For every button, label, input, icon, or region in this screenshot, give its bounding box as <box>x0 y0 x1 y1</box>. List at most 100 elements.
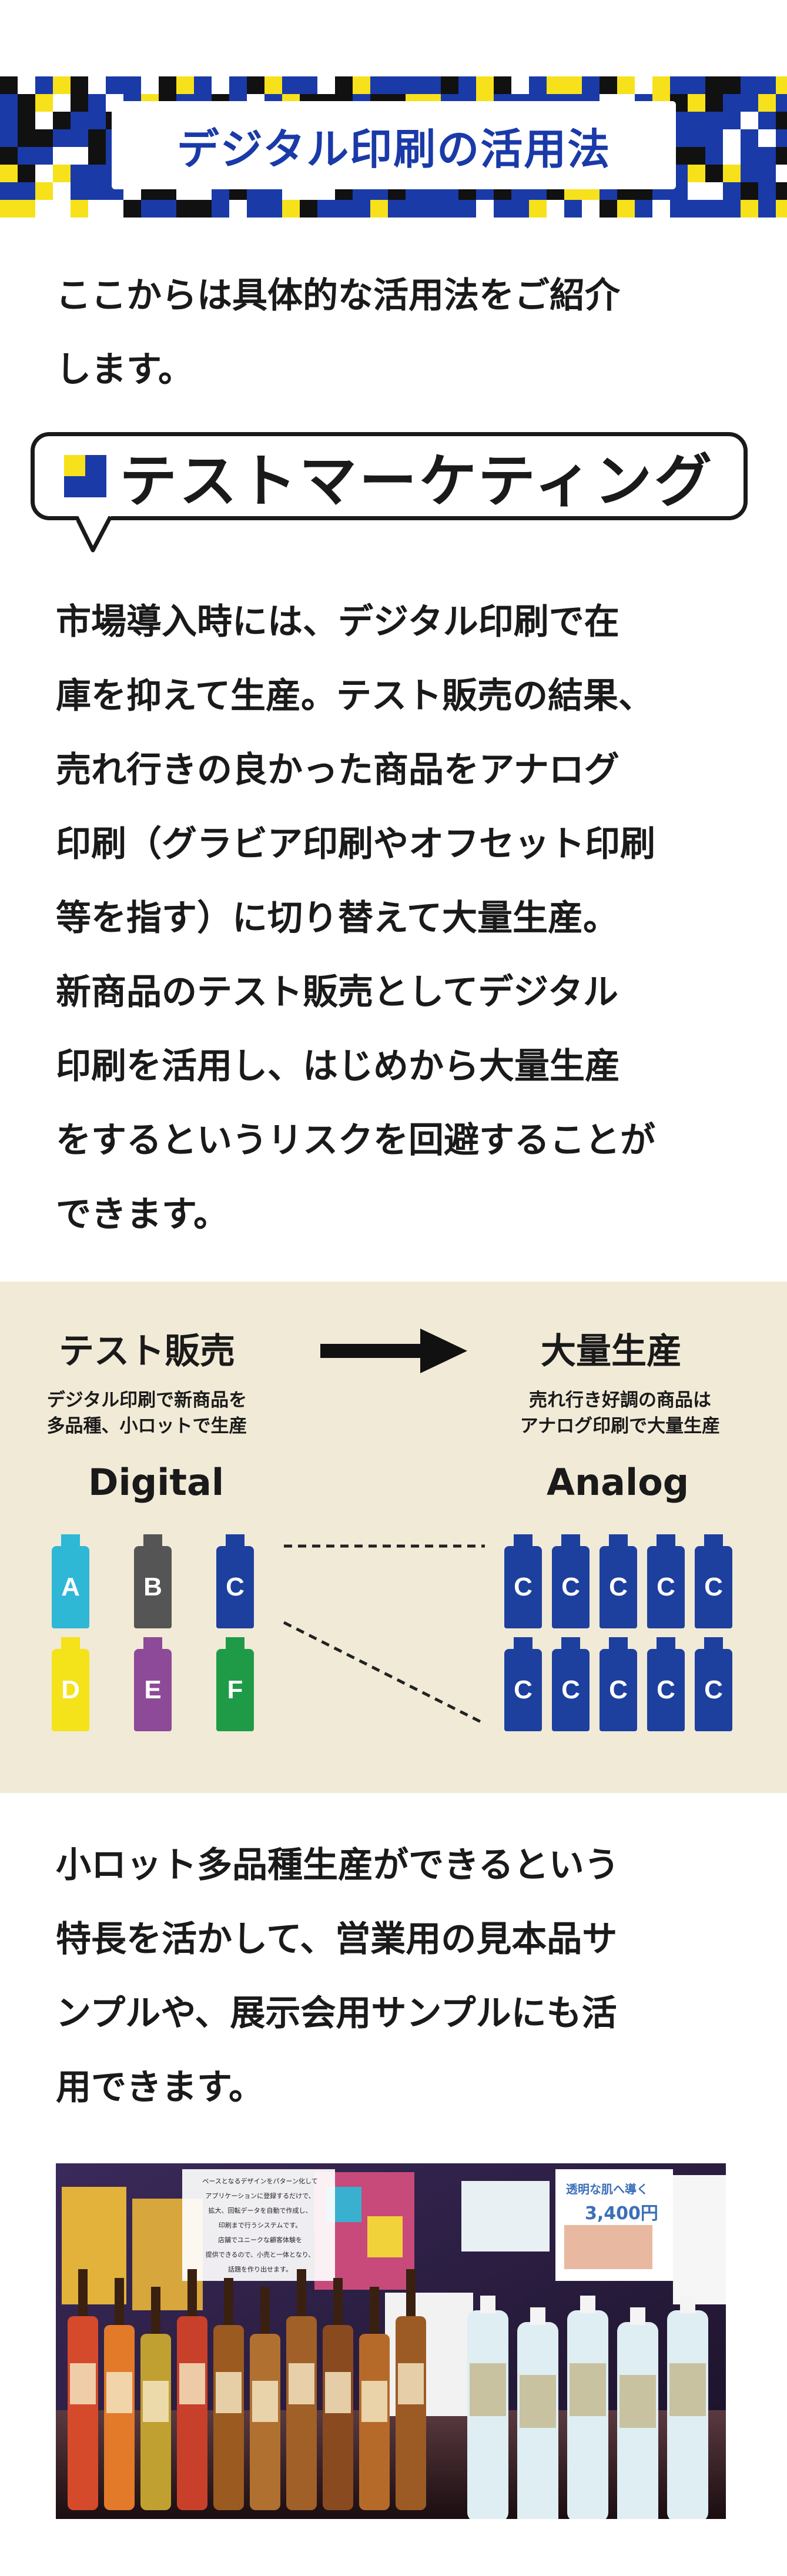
checker-square <box>723 182 741 200</box>
bottle-letter: A <box>61 1573 80 1601</box>
checker-square <box>547 200 564 218</box>
analog-bottle: C <box>504 1534 542 1628</box>
analog-bottle: C <box>695 1534 732 1628</box>
bottle-body: C <box>695 1546 732 1628</box>
checker-square <box>776 94 787 112</box>
section-title: テストマーケティング <box>119 448 715 515</box>
checker-square <box>71 76 88 94</box>
beer-bottle-label <box>398 2363 424 2404</box>
checker-square <box>0 165 18 182</box>
checker-square <box>88 147 106 165</box>
checker-square <box>71 200 88 218</box>
checker-square <box>688 129 705 147</box>
checker-square <box>53 200 71 218</box>
checker-square <box>723 94 741 112</box>
checker-square <box>0 200 18 218</box>
digital-bottle: A <box>52 1534 89 1628</box>
digital-bottle: E <box>134 1637 172 1731</box>
checker-square <box>35 129 53 147</box>
checker-square <box>88 182 106 200</box>
checker-square <box>264 200 282 218</box>
bottle-body: C <box>216 1546 254 1628</box>
checker-square <box>600 200 617 218</box>
checker-square <box>88 76 106 94</box>
water-bottle-cap <box>680 2296 695 2313</box>
checker-square <box>705 200 723 218</box>
checker-square <box>53 165 71 182</box>
checker-square <box>88 200 106 218</box>
checker-square <box>53 182 71 200</box>
beer-bottle <box>177 2316 207 2510</box>
beer-bottle-label <box>289 2363 314 2404</box>
water-bottle-label <box>470 2363 506 2416</box>
checker-square <box>776 182 787 200</box>
beer-bottle-neck <box>333 2278 343 2331</box>
checker-square <box>71 112 88 129</box>
checker-square <box>494 76 511 94</box>
checker-square <box>194 76 212 94</box>
section-heading-bubble: テストマーケティング <box>31 432 748 520</box>
bottle-letter: D <box>61 1675 80 1704</box>
checker-square <box>529 76 547 94</box>
water-bottle-cap <box>580 2296 595 2313</box>
digital-bottle: C <box>216 1534 254 1628</box>
photo-illustration <box>56 2163 726 2519</box>
intro-line: ここからは具体的な活用法をご紹介 <box>56 275 620 316</box>
caption-line: ベースとなるデザインをパターン化して <box>202 2177 318 2185</box>
checker-square <box>353 76 370 94</box>
test-sales-title: テスト販売 <box>59 1331 235 1372</box>
closing-paragraph: 小ロット多品種生産ができるという 特長を活かして、営業用の見本品サ ンプルや、展… <box>56 1828 738 2125</box>
checker-square <box>635 76 652 94</box>
checker-square <box>494 200 511 218</box>
bottle-letter: C <box>657 1675 675 1704</box>
checker-square <box>511 76 529 94</box>
checker-square <box>441 76 458 94</box>
checker-square <box>18 94 35 112</box>
bottle-letter: C <box>704 1573 723 1601</box>
closing-line: ンプルや、展示会用サンプルにも活 <box>56 1993 617 2034</box>
checker-square <box>18 129 35 147</box>
body-line: 印刷を活用し、はじめから大量生産 <box>56 1046 620 1087</box>
checker-square <box>741 94 758 112</box>
bottle-body: C <box>647 1546 685 1628</box>
checker-square <box>71 182 88 200</box>
checker-square <box>18 112 35 129</box>
checker-square <box>300 200 317 218</box>
beer-bottle-neck <box>406 2269 416 2322</box>
beer-bottle-neck <box>187 2269 197 2322</box>
checker-square <box>758 112 776 129</box>
bottle-letter: F <box>227 1675 243 1704</box>
checker-square <box>723 200 741 218</box>
water-bottle-label <box>520 2375 556 2428</box>
checker-square <box>0 112 18 129</box>
caption-line: 印刷まで行うシステムです。 <box>218 2222 302 2229</box>
page-title: デジタル印刷の活用法 <box>176 124 611 174</box>
beer-bottle-label <box>252 2381 278 2422</box>
checker-square <box>458 200 476 218</box>
sample-products-photo: ベースとなるデザインをパターン化して アプリケーションに登録するだけで、 拡大、… <box>56 2163 726 2519</box>
bottle-body: B <box>134 1546 172 1628</box>
checker-square <box>741 129 758 147</box>
beer-bottle-neck <box>78 2269 88 2322</box>
checker-square <box>652 200 670 218</box>
checker-square <box>705 182 723 200</box>
beer-bottle-label <box>143 2381 169 2422</box>
checker-square <box>741 200 758 218</box>
checker-square <box>71 165 88 182</box>
checker-square <box>705 94 723 112</box>
checker-square <box>758 76 776 94</box>
checker-square <box>35 200 53 218</box>
body-line: 売れ行きの良かった商品をアナログ <box>56 750 619 791</box>
checker-square <box>688 94 705 112</box>
checker-square <box>705 165 723 182</box>
header-banner: デジタル印刷の活用法 <box>0 76 787 218</box>
checker-square <box>35 165 53 182</box>
body-line: 等を指す）に切り替えて大量生産。 <box>56 898 618 939</box>
checker-square <box>741 147 758 165</box>
bottle-body: C <box>600 1546 637 1628</box>
checker-square <box>71 94 88 112</box>
body-line: 新商品のテスト販売としてデジタル <box>56 972 618 1013</box>
checker-square <box>0 76 18 94</box>
bottle-letter: C <box>514 1573 533 1601</box>
checker-square <box>212 200 229 218</box>
